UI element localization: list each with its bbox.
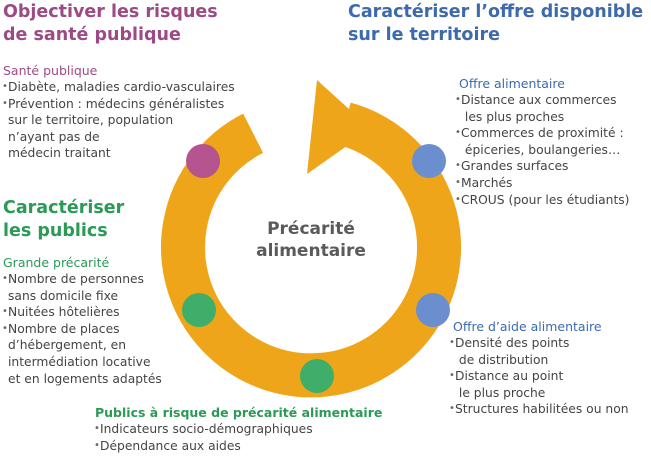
node-grande-precarite xyxy=(182,293,216,327)
section-title-publics: Caractériser les publics xyxy=(3,197,124,243)
list-grande-precarite: Nombre de personnes sans domicile fixe N… xyxy=(2,271,162,387)
center-label-line1: Précarité xyxy=(267,219,355,239)
list-item: Densité des points de distribution xyxy=(449,335,629,368)
block-grande-precarite: Grande précarité Nombre de personnes san… xyxy=(2,255,162,387)
subtitle-sante-publique: Santé publique xyxy=(3,63,98,78)
list-item: Prévention : médecins généralistes sur l… xyxy=(2,96,235,162)
cycle-arrowhead xyxy=(307,80,371,174)
section-title-sante-line2: de santé publique xyxy=(3,25,181,45)
center-label-line2: alimentaire xyxy=(256,241,366,261)
list-item: Grandes surfaces xyxy=(455,158,629,175)
block-offre-alimentaire: Offre alimentaire Distance aux commerces… xyxy=(455,76,629,209)
section-title-publics-line2: les publics xyxy=(3,221,108,241)
list-item: Dépendance aux aides xyxy=(94,438,382,455)
section-title-offre-line1: Caractériser l’offre disponible xyxy=(348,2,644,22)
list-publics-risque: Indicateurs socio-démographiques Dépenda… xyxy=(94,421,382,455)
subtitle-publics-risque: Publics à risque de précarité alimentair… xyxy=(95,405,383,420)
section-title-offre-line2: sur le territoire xyxy=(348,25,500,45)
list-item: Nombre de personnes sans domicile fixe xyxy=(2,271,162,304)
list-item: Structures habilitées ou non xyxy=(449,401,629,418)
list-sante-publique: Diabète, maladies cardio-vasculaires Pré… xyxy=(2,79,235,162)
list-item: Distance au point le plus proche xyxy=(449,368,629,401)
center-label: Précarité alimentaire xyxy=(225,218,397,262)
list-item: Distance aux commerces les plus proches xyxy=(455,92,629,125)
node-publics-risque xyxy=(300,359,334,393)
section-title-publics-line1: Caractériser xyxy=(3,198,125,218)
list-item: Marchés xyxy=(455,175,629,192)
subtitle-offre-aide: Offre d’aide alimentaire xyxy=(453,319,602,334)
node-offre-alimentaire xyxy=(412,144,446,178)
list-item: Nombre de places d’hébergement, en inter… xyxy=(2,321,162,387)
list-item: Diabète, maladies cardio-vasculaires xyxy=(2,79,235,96)
list-offre-alimentaire: Distance aux commerces les plus proches … xyxy=(455,92,629,209)
list-item: Commerces de proximité : épiceries, boul… xyxy=(455,125,629,158)
block-sante-publique: Santé publique Diabète, maladies cardio-… xyxy=(2,63,235,162)
list-offre-aide: Densité des points de distribution Dista… xyxy=(449,335,629,418)
list-item: CROUS (pour les étudiants) xyxy=(455,192,629,209)
node-offre-aide xyxy=(416,293,450,327)
section-title-offre: Caractériser l’offre disponible sur le t… xyxy=(348,1,643,47)
block-publics-risque: Publics à risque de précarité alimentair… xyxy=(94,405,383,455)
subtitle-offre-alimentaire: Offre alimentaire xyxy=(459,76,565,91)
section-title-sante-line1: Objectiver les risques xyxy=(3,2,218,22)
subtitle-grande-precarite: Grande précarité xyxy=(3,255,110,270)
list-item: Indicateurs socio-démographiques xyxy=(94,421,382,438)
block-offre-aide: Offre d’aide alimentaire Densité des poi… xyxy=(449,319,629,418)
list-item: Nuitées hôtelières xyxy=(2,304,162,321)
section-title-sante: Objectiver les risques de santé publique xyxy=(3,1,218,47)
